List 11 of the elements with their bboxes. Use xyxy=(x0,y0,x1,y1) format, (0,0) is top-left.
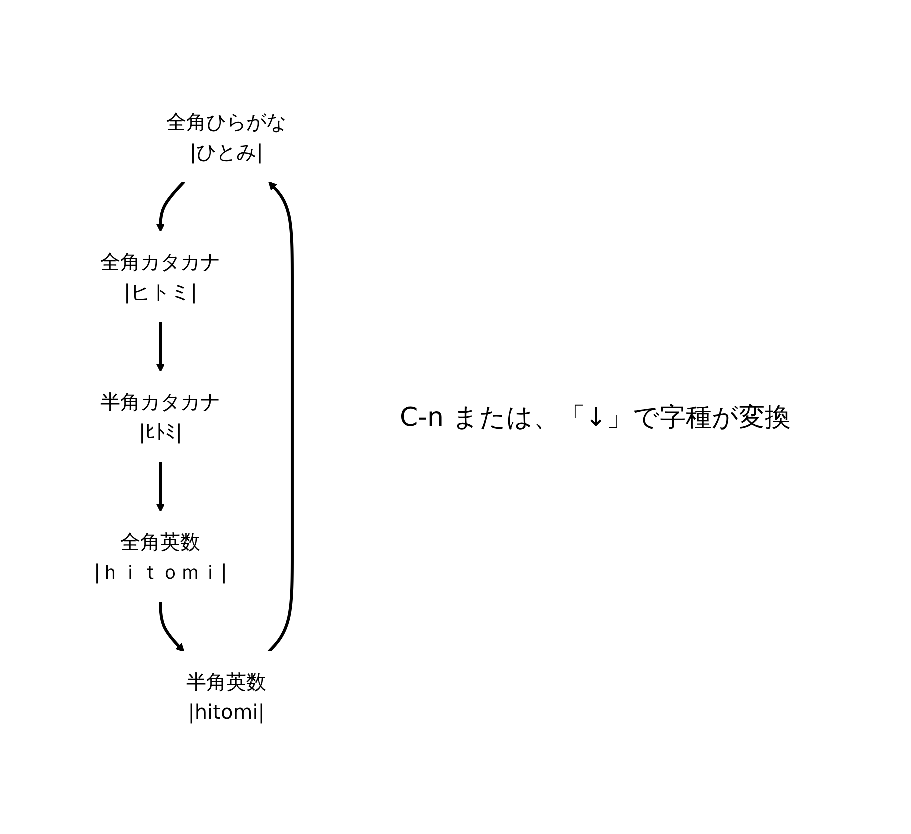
node-text: 全角ひらがな |ひとみ| xyxy=(166,110,286,164)
note-text: C-n または、「↓」で字種が変換 xyxy=(400,402,792,434)
node-text: 半角英数 |hitomi| xyxy=(186,670,266,724)
node-text: 全角カタカナ |ヒトミ| xyxy=(100,250,220,304)
arrow xyxy=(156,322,165,372)
arrow xyxy=(158,602,184,652)
node-text: 全角英数 |ｈｉｔｏｍｉ| xyxy=(94,530,228,584)
arrow xyxy=(268,182,294,654)
arrow xyxy=(156,462,165,512)
arrow xyxy=(156,180,186,232)
node-text: 半角カタカナ |ﾋﾄﾐ| xyxy=(100,390,220,444)
